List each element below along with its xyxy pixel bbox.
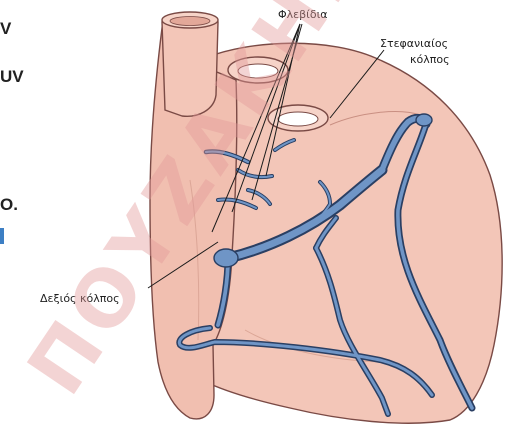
aorta-lumen: [170, 17, 210, 26]
label-coronary-sinus-1: Στεφανιαίος: [380, 37, 448, 50]
cropped-text-2: UV: [0, 67, 24, 86]
cropped-text-1: V: [0, 19, 12, 38]
cropped-mark-blue: [0, 228, 4, 244]
coronary-sinus-opening: [214, 249, 238, 267]
label-coronary-sinus-2: κόλπος: [410, 53, 450, 66]
vein-end-right: [416, 114, 432, 126]
cropped-text-3: O.: [0, 195, 18, 214]
